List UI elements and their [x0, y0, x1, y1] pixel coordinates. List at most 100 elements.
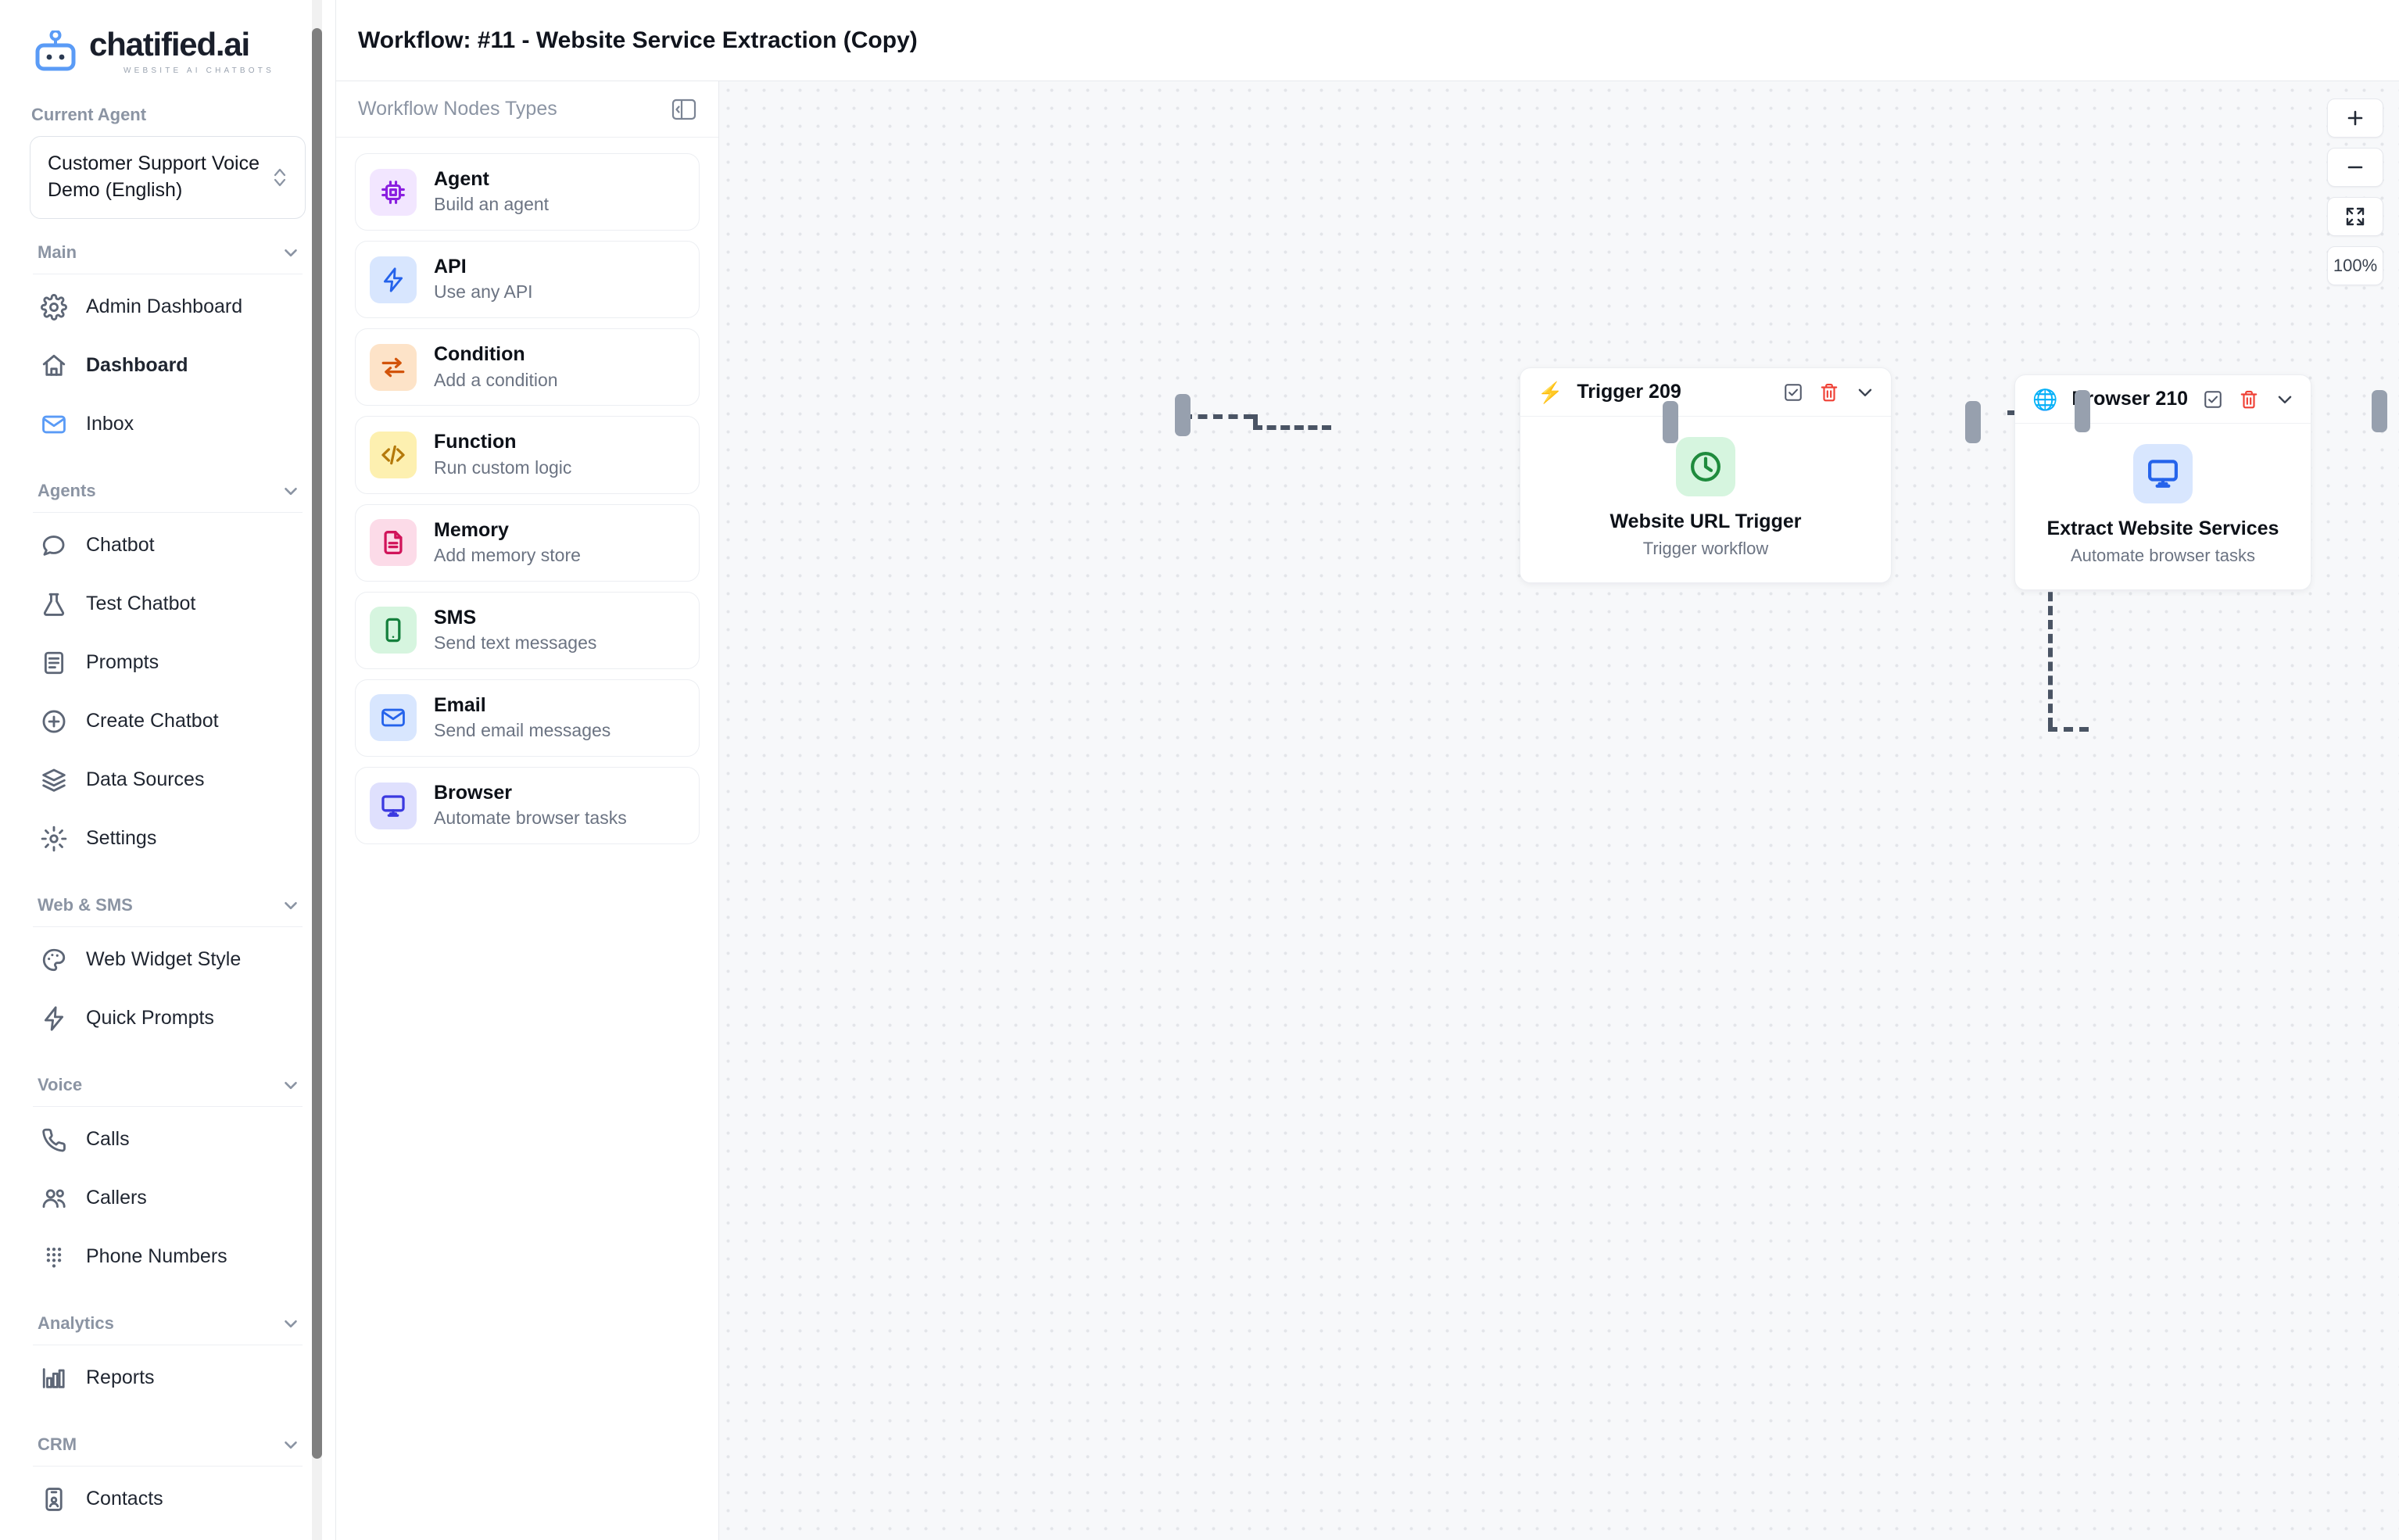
- sidebar-item-prompts[interactable]: Prompts: [30, 637, 306, 689]
- sidebar-item-label: Create Chatbot: [86, 710, 219, 732]
- sidebar-item-settings[interactable]: Settings: [30, 813, 306, 865]
- gear-icon: [41, 293, 67, 321]
- sidebar-item-phone-numbers[interactable]: Phone Numbers: [30, 1231, 306, 1283]
- sidebar-section-divider: [33, 511, 303, 513]
- sidebar-section-header-main[interactable]: Main: [30, 219, 306, 274]
- zoom-level-display[interactable]: 100%: [2327, 246, 2383, 285]
- sidebar-section-label: CRM: [38, 1434, 77, 1454]
- page-title: Workflow: #11 - Website Service Extracti…: [358, 27, 918, 53]
- chevron-down-icon[interactable]: [1855, 382, 1875, 403]
- nodes-panel-header: Workflow Nodes Types: [336, 81, 718, 138]
- memory-doc-icon: [370, 519, 417, 567]
- sidebar-section-header-web-sms[interactable]: Web & SMS: [30, 872, 306, 926]
- sidebar-item-label: Admin Dashboard: [86, 295, 243, 317]
- sidebar-item-web-widget-style[interactable]: Web Widget Style: [30, 934, 306, 986]
- sidebar-item-test-chatbot[interactable]: Test Chatbot: [30, 578, 306, 630]
- chevron-down-icon: [281, 1434, 301, 1455]
- handle-browser-210-target[interactable]: [1663, 401, 1678, 443]
- chevron-down-icon[interactable]: [2275, 389, 2295, 410]
- phone-icon: [41, 1126, 67, 1153]
- node-type-description: Send text messages: [434, 632, 597, 653]
- sidebar-item-label: Web Widget Style: [86, 948, 242, 970]
- zoom-out-button[interactable]: [2327, 148, 2383, 187]
- sidebar-section-divider: [33, 926, 303, 927]
- sidebar-item-inbox[interactable]: Inbox: [30, 399, 306, 450]
- sidebar-scrollbar-thumb[interactable]: [312, 28, 322, 1459]
- sidebar-item-label: Dashboard: [86, 354, 188, 376]
- sidebar-item-create-chatbot[interactable]: Create Chatbot: [30, 696, 306, 747]
- node-type-title: Condition: [434, 343, 525, 366]
- sidebar-section-header-analytics[interactable]: Analytics: [30, 1290, 306, 1345]
- sidebar-section-header-automated-workflows[interactable]: Automated Workflows: [30, 1532, 306, 1540]
- monitor-icon: [370, 782, 417, 829]
- sidebar-item-label: Reports: [86, 1366, 155, 1388]
- sidebar-section-label: Analytics: [38, 1313, 114, 1333]
- sidebar-section-divider: [33, 1465, 303, 1467]
- fit-screen-icon[interactable]: [2327, 197, 2383, 236]
- brand-logo[interactable]: chatified.ai WEBSITE AI CHATBOTS: [0, 0, 335, 95]
- node-type-title: Function: [434, 431, 517, 453]
- envelope-icon: [41, 411, 67, 438]
- node-type-title: Agent: [434, 168, 489, 190]
- trash-icon[interactable]: [1819, 382, 1839, 403]
- sidebar-item-admin-dashboard[interactable]: Admin Dashboard: [30, 281, 306, 333]
- chevron-down-icon: [281, 242, 301, 263]
- sidebar-item-label: Test Chatbot: [86, 593, 196, 614]
- handle-trigger-209-source[interactable]: [1175, 394, 1191, 436]
- sidebar-section-header-voice[interactable]: Voice: [30, 1051, 306, 1106]
- edge-trigger-to-browser-seg2: [1253, 414, 1258, 425]
- node-header[interactable]: ⚡Trigger 209: [1520, 368, 1891, 417]
- sidebar-item-reports[interactable]: Reports: [30, 1352, 306, 1404]
- sidebar-section-header-agents[interactable]: Agents: [30, 457, 306, 512]
- panel-collapse-icon[interactable]: [671, 98, 696, 121]
- sidebar-item-calls[interactable]: Calls: [30, 1114, 306, 1166]
- sidebar-item-chatbot[interactable]: Chatbot: [30, 520, 306, 571]
- node-title: Browser 210: [2071, 388, 2189, 410]
- sidebar-item-label: Quick Prompts: [86, 1007, 214, 1029]
- sidebar-section-header-crm[interactable]: CRM: [30, 1411, 306, 1466]
- sidebar-item-quick-prompts[interactable]: Quick Prompts: [30, 993, 306, 1044]
- node-header[interactable]: 🌐Browser 210: [2015, 375, 2311, 424]
- checkbox-checked-icon[interactable]: [1783, 382, 1803, 403]
- current-agent-value: Customer Support Voice Demo (English): [48, 152, 260, 201]
- envelope-icon: [370, 694, 417, 742]
- sidebar-section-divider: [33, 1105, 303, 1107]
- sidebar-item-contacts[interactable]: Contacts: [30, 1474, 306, 1525]
- zoom-in-button[interactable]: [2327, 98, 2383, 138]
- handle-browser-210-source[interactable]: [1965, 401, 1981, 443]
- handle-agent-211-target[interactable]: [2075, 390, 2090, 432]
- current-agent-select[interactable]: Customer Support Voice Demo (English): [30, 136, 306, 219]
- node-type-description: Send email messages: [434, 720, 611, 741]
- sidebar-item-callers[interactable]: Callers: [30, 1173, 306, 1224]
- sidebar: chatified.ai WEBSITE AI CHATBOTS Current…: [0, 0, 336, 1540]
- handle-agent-211-source[interactable]: [2372, 390, 2387, 432]
- node-type-description: Add memory store: [434, 544, 581, 565]
- trash-icon[interactable]: [2239, 389, 2259, 410]
- sidebar-item-dashboard[interactable]: Dashboard: [30, 340, 306, 392]
- mobile-icon: [370, 607, 417, 654]
- document-lines-icon: [41, 650, 67, 676]
- chevron-down-icon: [281, 1075, 301, 1095]
- checkbox-checked-icon[interactable]: [2203, 389, 2223, 410]
- sidebar-section-label: Main: [38, 242, 77, 262]
- sidebar-item-data-sources[interactable]: Data Sources: [30, 754, 306, 806]
- monitor-icon: [2133, 444, 2193, 503]
- cog-icon: [41, 826, 67, 852]
- dialpad-icon: [41, 1244, 67, 1270]
- node-actions: [2203, 389, 2295, 410]
